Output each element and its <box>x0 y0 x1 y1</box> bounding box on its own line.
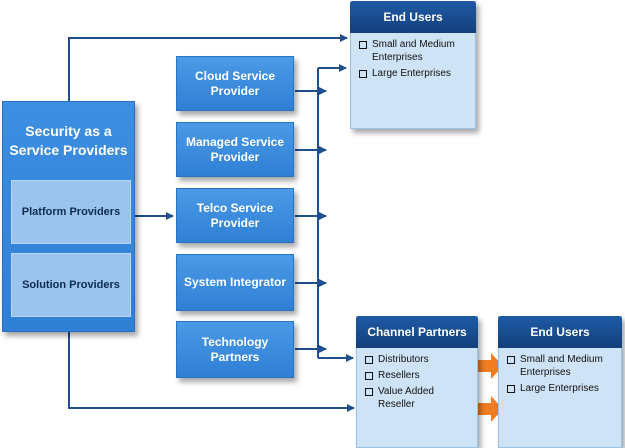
channel-partners-panel: Channel Partners Distributors Resellers … <box>356 316 478 448</box>
list-item: Large Enterprises <box>359 67 469 80</box>
list-item: Resellers <box>365 369 471 382</box>
orange-arrow-2 <box>478 396 503 422</box>
end-users-top-list: Small and Medium Enterprises Large Enter… <box>359 38 469 83</box>
end-users-bottom-list: Small and Medium Enterprises Large Enter… <box>507 353 615 398</box>
cloud-service-provider-box: Cloud Service Provider <box>176 56 294 111</box>
list-item: Distributors <box>365 353 471 366</box>
security-group-title: Security as a Service Providers <box>9 123 128 158</box>
end-users-bottom-title: End Users <box>498 316 622 348</box>
channel-partners-list: Distributors Resellers Value Added Resel… <box>365 353 471 414</box>
security-service-providers-group: Security as a Service Providers Platform… <box>2 101 135 332</box>
checkbox-icon <box>365 356 373 364</box>
end-users-bottom-panel: End Users Small and Medium Enterprises L… <box>498 316 622 448</box>
solution-providers-box: Solution Providers <box>11 253 131 317</box>
list-item: Small and Medium Enterprises <box>359 38 469 64</box>
line-to-end-users-top <box>68 34 348 101</box>
orange-arrow-1 <box>478 353 503 379</box>
checkbox-icon <box>359 41 367 49</box>
system-integrator-box: System Integrator <box>176 254 294 311</box>
channel-partners-title: Channel Partners <box>356 316 478 348</box>
checkbox-icon <box>507 356 515 364</box>
checkbox-icon <box>365 372 373 380</box>
checkbox-icon <box>359 70 367 78</box>
end-users-top-panel: End Users Small and Medium Enterprises L… <box>350 1 476 129</box>
list-item: Value Added Reseller <box>365 385 471 411</box>
list-item: Small and Medium Enterprises <box>507 353 615 379</box>
checkbox-icon <box>365 388 373 396</box>
technology-partners-box: Technology Partners <box>176 321 294 378</box>
platform-providers-box: Platform Providers <box>11 180 131 244</box>
list-item: Large Enterprises <box>507 382 615 395</box>
checkbox-icon <box>507 385 515 393</box>
telco-service-provider-box: Telco Service Provider <box>176 188 294 243</box>
managed-service-provider-box: Managed Service Provider <box>176 122 294 177</box>
end-users-top-title: End Users <box>350 1 476 33</box>
line-to-channel-partners <box>68 332 355 412</box>
